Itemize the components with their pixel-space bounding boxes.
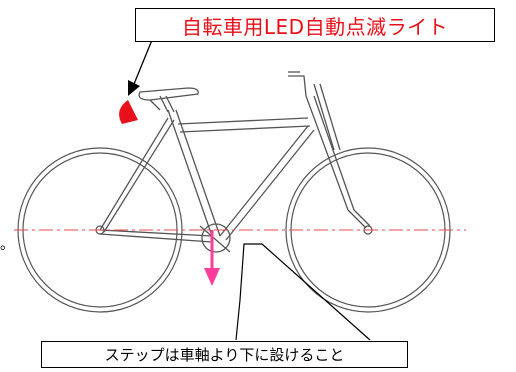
step-leader-line [235, 243, 371, 341]
led-light-icon [119, 100, 138, 124]
light-leader-arrow [128, 39, 153, 96]
left-mark: 。 [0, 237, 14, 253]
bicycle-frame [99, 71, 371, 253]
step-instruction-label: ステップは車軸より下に設けること [41, 341, 408, 368]
step-arrow-icon [204, 230, 220, 286]
led-light-label: 自転車用LED自動点滅ライト [135, 8, 495, 42]
